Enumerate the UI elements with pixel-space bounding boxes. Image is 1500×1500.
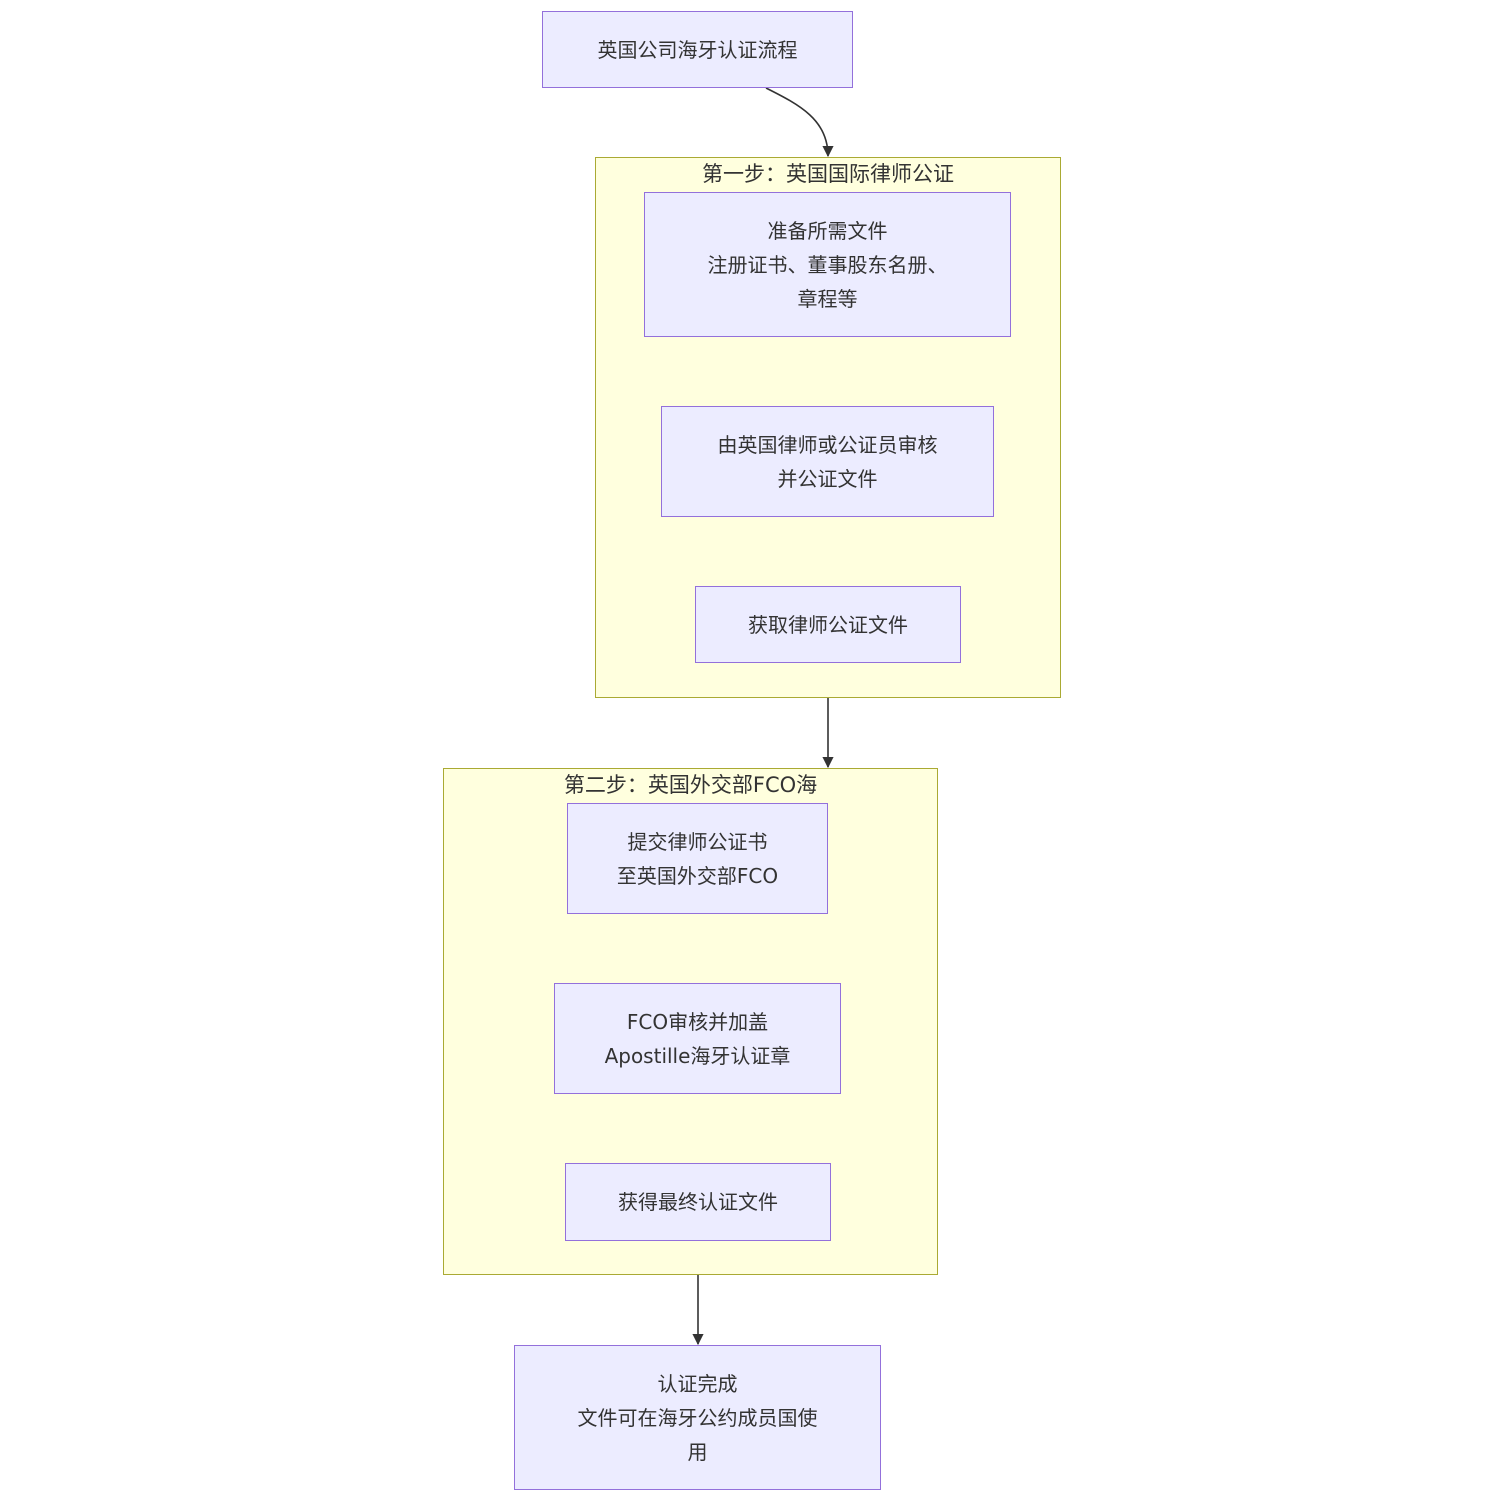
prepare-documents-node: 准备所需文件 注册证书、董事股东名册、 章程等 [644,192,1011,337]
fco-apostille-line-2: Apostille海牙认证章 [604,1043,791,1068]
lawyer-review-line-2: 并公证文件 [777,466,878,491]
fco-apostille-node: FCO审核并加盖 Apostille海牙认证章 [554,983,841,1094]
prepare-documents-line-1: 准备所需文件 [767,218,888,243]
prepare-documents-line-3: 章程等 [797,286,858,311]
submit-to-fco-node: 提交律师公证书 至英国外交部FCO [567,803,828,914]
submit-to-fco-line-1: 提交律师公证书 [627,829,768,854]
submit-to-fco-line-2: 至英国外交部FCO [616,863,779,888]
start-node: 英国公司海牙认证流程 [542,11,853,88]
complete-line-1: 认证完成 [657,1371,738,1396]
obtain-notarized-line-1: 获取律师公证文件 [748,612,908,637]
final-document-line-1: 获得最终认证文件 [618,1190,778,1214]
complete-line-3: 用 [687,1439,708,1464]
obtain-notarized-node: 获取律师公证文件 [695,586,961,663]
complete-line-2: 文件可在海牙公约成员国使 [577,1405,818,1430]
complete-node: 认证完成 文件可在海牙公约成员国使 用 [514,1345,881,1490]
fco-apostille-line-1: FCO审核并加盖 [626,1009,769,1034]
start-node-line-1: 英国公司海牙认证流程 [597,37,798,62]
edge-start-to-prepare [765,87,834,158]
lawyer-review-node: 由英国律师或公证员审核 并公证文件 [661,406,994,517]
final-document-node: 获得最终认证文件 [565,1163,831,1241]
lawyer-review-line-1: 由英国律师或公证员审核 [717,432,938,457]
prepare-documents-line-2: 注册证书、董事股东名册、 [707,252,948,277]
step2-title: 第二步：英国外交部FCO海 [563,773,818,797]
step1-title: 第一步：英国国际律师公证 [702,162,954,186]
